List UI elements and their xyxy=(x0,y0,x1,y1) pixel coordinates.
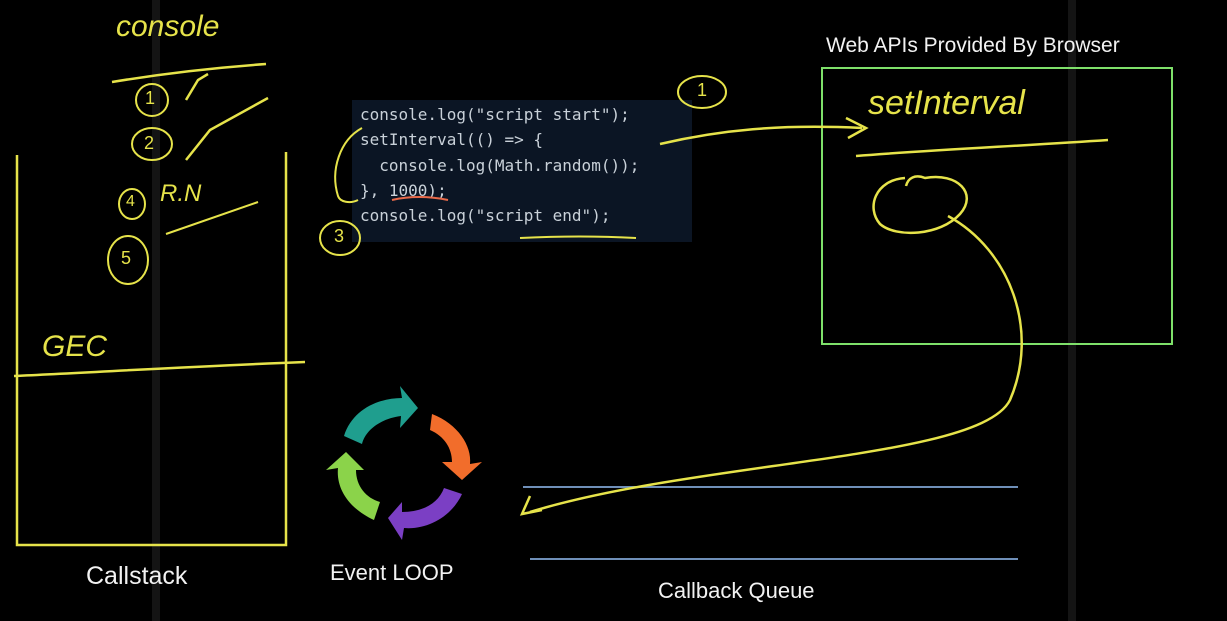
callstack-box xyxy=(15,152,288,547)
event-loop-label: Event LOOP xyxy=(330,560,454,585)
event-loop-cycle-icon xyxy=(326,386,482,540)
web-apis-box xyxy=(821,67,1173,345)
code-line-3: console.log(Math.random()); xyxy=(360,156,640,175)
callback-queue-label: Callback Queue xyxy=(658,578,815,603)
code-underline-script-end xyxy=(519,235,637,239)
step-number-3: 3 xyxy=(334,226,345,246)
code-panel: console.log("script start"); setInterval… xyxy=(352,100,692,242)
step-number-2: 2 xyxy=(144,133,155,153)
arrow-head xyxy=(519,495,543,516)
step-circle-3 xyxy=(319,220,361,256)
code-line-1: console.log("script start"); xyxy=(360,105,630,124)
arrow-webapi-to-queue xyxy=(529,214,1023,514)
loop-arrow-green xyxy=(326,452,380,520)
step-number-1: 1 xyxy=(145,88,156,108)
background-band xyxy=(152,0,160,621)
arrow-code-to-webapi xyxy=(659,125,863,146)
tick-mark xyxy=(184,72,209,101)
step-number-5: 5 xyxy=(121,248,132,268)
timer-circle xyxy=(872,175,968,235)
loop-arrow-purple xyxy=(388,488,462,540)
set-interval-note: setInterval xyxy=(868,84,1025,122)
console-underline xyxy=(111,62,267,84)
callstack-label: Callstack xyxy=(86,562,188,590)
console-heading: console xyxy=(116,10,220,43)
web-apis-title: Web APIs Provided By Browser xyxy=(826,34,1120,57)
step-circle-1 xyxy=(677,75,727,109)
loop-arrow-teal xyxy=(344,386,418,444)
arrow-head xyxy=(845,116,869,140)
code-line-2: setInterval(() => { xyxy=(360,130,544,149)
step-number-4: 4 xyxy=(126,193,135,210)
code-underline-1000 xyxy=(391,196,449,201)
code-line-4: }, 1000); xyxy=(360,181,447,200)
random-number-note: R.N xyxy=(160,180,202,207)
code-bracket xyxy=(334,127,363,204)
code-line-5: console.log("script end"); xyxy=(360,206,611,225)
gec-label: GEC xyxy=(42,330,108,363)
rn-underline xyxy=(165,201,259,235)
console-circle-5 xyxy=(107,235,149,285)
console-circle-4 xyxy=(118,188,146,220)
tick-mark xyxy=(185,96,269,161)
gec-divider xyxy=(13,360,306,378)
loop-arrow-orange xyxy=(430,414,482,480)
console-circle-2 xyxy=(131,127,173,161)
console-circle-1 xyxy=(135,83,169,117)
set-interval-underline xyxy=(855,138,1109,158)
step-number-1-code: 1 xyxy=(697,80,708,100)
background-band xyxy=(1068,0,1076,621)
